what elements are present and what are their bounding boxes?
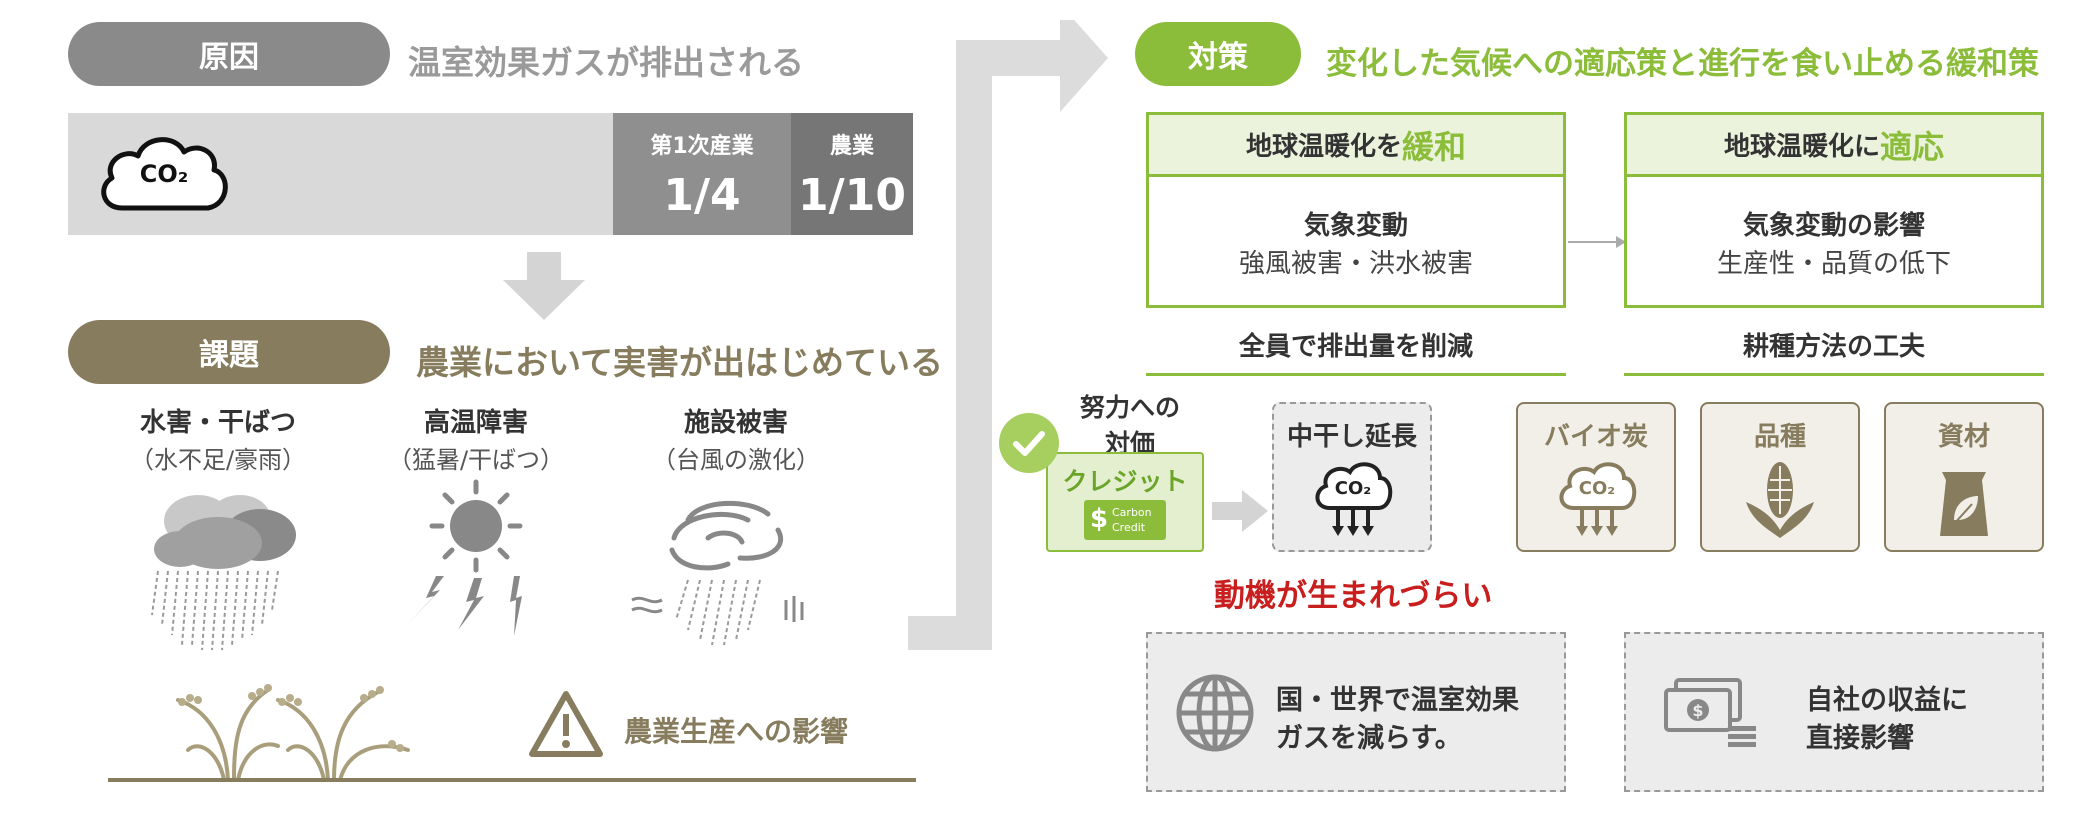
adaptation-box: 地球温暖化に 適応 気象変動の影響 生産性・品質の低下	[1624, 112, 2044, 308]
adapt-item-material-label: 資材	[1937, 422, 1990, 452]
mitigation-body-title: 気象変動	[1303, 211, 1408, 241]
svg-text:$: $	[1692, 701, 1703, 720]
damage-sub-2: （猛暑/干ばつ）	[387, 446, 565, 474]
damage-sub-1: （水不足/豪雨）	[129, 446, 307, 474]
measures-heading: 変化した気候への適応策と進行を食い止める緩和策	[1326, 46, 2039, 82]
adaptation-header: 地球温暖化に 適応	[1627, 115, 2041, 177]
damage-title-3: 施設被害	[683, 408, 788, 438]
biochar-co2-label: CO₂	[1578, 478, 1616, 499]
reason-1-line1: 国・世界で温室効果	[1276, 685, 1519, 716]
reason-box-1: 国・世界で温室効果 ガスを減らす。	[1146, 632, 1566, 792]
typhoon-icon	[628, 490, 818, 650]
primary-industry-label: 第1次産業	[650, 133, 754, 159]
adaptation-title-prefix: 地球温暖化に	[1723, 132, 1880, 162]
adapt-item-variety: 品種	[1700, 402, 1860, 552]
mitigation-body-text: 強風被害・洪水被害	[1238, 249, 1473, 279]
adaptation-title-emph: 適応	[1880, 127, 1945, 166]
agriculture-label: 農業	[829, 133, 874, 159]
cause-heading: 温室効果ガスが排出される	[408, 43, 804, 82]
issue-tag-label: 課題	[199, 338, 259, 373]
warning-icon	[528, 690, 604, 758]
damage-title-1: 水害・干ばつ	[139, 408, 296, 438]
credit-label: クレジット	[1062, 467, 1188, 496]
adaptation-body-title: 気象変動の影響	[1742, 211, 1925, 241]
measures-tag: 対策	[1135, 22, 1301, 86]
fertilizer-bag-icon	[1932, 466, 1996, 540]
connector-arrow-icon	[908, 4, 1108, 650]
co2-down-icon: CO₂	[1310, 458, 1396, 538]
credit-arrow-icon	[1212, 490, 1268, 532]
midseason-drainage-label: 中干し延長	[1286, 422, 1417, 452]
check-icon	[998, 412, 1060, 474]
storm-cloud-icon	[140, 485, 305, 655]
midseason-co2-label: CO₂	[1334, 478, 1372, 499]
adapt-item-material: 資材	[1884, 402, 2044, 552]
primary-industry-share: 第1次産業 1/4	[613, 113, 791, 235]
damage-title-2: 高温障害	[423, 408, 528, 438]
issue-heading: 農業において実害が出はじめている	[416, 343, 944, 382]
carbon-credit-badge: $ Carbon Credit	[1084, 500, 1166, 540]
adaptation-underline	[1624, 373, 2044, 376]
mitigation-header: 地球温暖化を 緩和	[1149, 115, 1563, 177]
issue-tag: 課題	[68, 320, 390, 384]
cause-tag: 原因	[68, 22, 390, 86]
primary-industry-value: 1/4	[663, 169, 741, 221]
co2-cloud-icon: CO₂	[94, 128, 234, 220]
ground-line	[108, 778, 916, 782]
adaptation-body-text: 生産性・品質の低下	[1716, 249, 1951, 279]
reason-2-line1: 自社の収益に	[1806, 685, 1968, 716]
sun-lightning-icon	[396, 478, 546, 638]
motivation-label: 動機が生まれづらい	[1214, 578, 1493, 614]
credit-box: クレジット $ Carbon Credit	[1046, 452, 1204, 552]
adapt-item-biochar-label: バイオ炭	[1543, 422, 1648, 452]
down-arrow-icon	[503, 252, 585, 320]
money-icon: $	[1662, 676, 1762, 752]
damage-sub-3: （台風の激化）	[652, 446, 820, 474]
mitigation-title-emph: 緩和	[1402, 127, 1467, 166]
midseason-drainage-box: 中干し延長 CO₂	[1272, 402, 1432, 552]
impact-label: 農業生産への影響	[624, 715, 849, 748]
agriculture-share: 農業 1/10	[791, 113, 913, 235]
carbon-credit-text-2: Credit	[1112, 521, 1146, 534]
measures-tag-label: 対策	[1188, 40, 1248, 75]
agriculture-value: 1/10	[798, 169, 906, 221]
corn-icon	[1742, 460, 1818, 540]
reason-1-line2: ガスを減らす。	[1276, 723, 1462, 754]
carbon-credit-text-1: Carbon	[1112, 506, 1152, 519]
reason-box-2: $ 自社の収益に 直接影響	[1624, 632, 2044, 792]
globe-icon	[1174, 672, 1256, 754]
rice-plant-icon	[168, 670, 418, 782]
dollar-icon: $	[1090, 504, 1109, 534]
mitigation-box: 地球温暖化を 緩和 気象変動 強風被害・洪水被害	[1146, 112, 1566, 308]
reward-label-line1: 努力への	[1079, 393, 1180, 422]
adaptation-subtitle: 耕種方法の工夫	[1742, 332, 1925, 362]
small-right-arrow-icon	[1568, 232, 1628, 252]
reason-2-line2: 直接影響	[1806, 723, 1914, 754]
cause-tag-label: 原因	[199, 40, 259, 75]
adapt-item-variety-label: 品種	[1753, 422, 1806, 452]
co2-cloud-label: CO₂	[139, 160, 189, 188]
mitigation-title-prefix: 地球温暖化を	[1245, 132, 1402, 162]
adapt-item-biochar: バイオ炭 CO₂	[1516, 402, 1676, 552]
mitigation-subtitle: 全員で排出量を削減	[1238, 332, 1473, 362]
mitigation-underline	[1146, 373, 1566, 376]
co2-down-icon: CO₂	[1554, 458, 1640, 538]
